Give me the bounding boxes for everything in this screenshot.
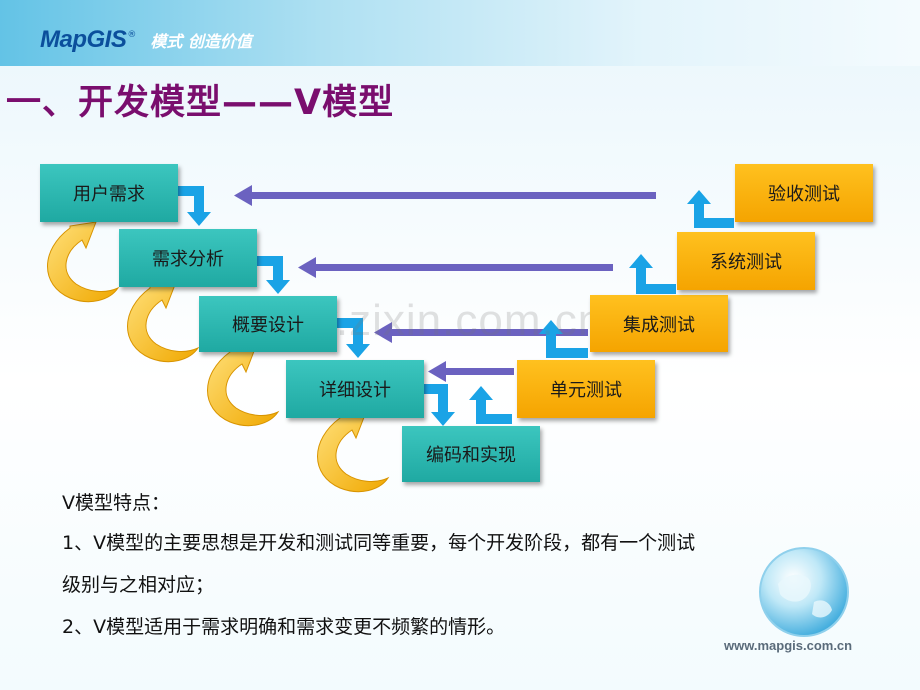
step-system-test: 系统测试	[677, 232, 815, 290]
feedback-arrow-system	[298, 257, 613, 278]
down-arrow-4	[424, 384, 455, 426]
feedback-arrow-acceptance	[234, 185, 656, 206]
slide-title: 一、开发模型——V模型	[6, 83, 395, 123]
down-arrow-2	[257, 256, 290, 294]
mapgis-logo: MapGIS ® 模式 创造价值	[40, 24, 252, 56]
features-line-2: 级别与之相对应；	[62, 574, 215, 596]
curved-gold-arrow-icon	[127, 281, 200, 363]
up-arrow-2	[539, 320, 588, 358]
down-arrows	[178, 186, 455, 426]
step-user-requirements: 用户需求	[40, 164, 178, 222]
features-heading: V模型特点：	[62, 492, 170, 514]
down-arrow-3	[337, 318, 370, 358]
features-line-3: 2、V模型适用于需求明确和需求变更不频繁的情形。	[62, 616, 506, 638]
step-coding-implementation: 编码和实现	[402, 426, 540, 482]
feedback-arrow-integration	[374, 322, 588, 343]
curved-gold-arrow-icon	[207, 345, 280, 427]
up-arrow-4	[687, 190, 734, 228]
header-bar: MapGIS ® 模式 创造价值	[0, 0, 920, 66]
features-line-1: 1、V模型的主要思想是开发和测试同等重要，每个开发阶段，都有一个测试	[62, 532, 696, 554]
logo-registered-mark: ®	[127, 30, 137, 40]
step-integration-test: 集成测试	[590, 295, 728, 352]
step-unit-test: 单元测试	[517, 360, 655, 418]
step-requirements-analysis: 需求分析	[119, 229, 257, 287]
curved-gold-arrow-icon	[47, 221, 120, 303]
up-arrows	[469, 190, 734, 424]
step-detailed-design: 详细设计	[286, 360, 424, 418]
feedback-arrow-unit	[428, 361, 514, 382]
curl-arrows	[47, 221, 390, 493]
logo-text: MapGIS	[40, 26, 127, 53]
curved-gold-arrow-icon	[317, 411, 390, 493]
up-arrow-1	[469, 386, 512, 424]
slogan: 模式 创造价值	[150, 32, 252, 51]
step-high-level-design: 概要设计	[199, 296, 337, 352]
globe-icon	[759, 547, 849, 637]
footer-url[interactable]: www.mapgis.com.cn	[724, 638, 853, 653]
step-acceptance-test: 验收测试	[735, 164, 873, 222]
down-arrow-1	[178, 186, 211, 226]
up-arrow-3	[629, 254, 676, 294]
